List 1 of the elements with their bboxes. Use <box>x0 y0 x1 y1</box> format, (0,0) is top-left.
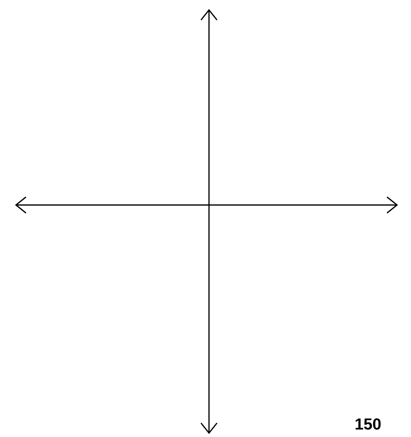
value-label: 150 <box>356 418 381 430</box>
